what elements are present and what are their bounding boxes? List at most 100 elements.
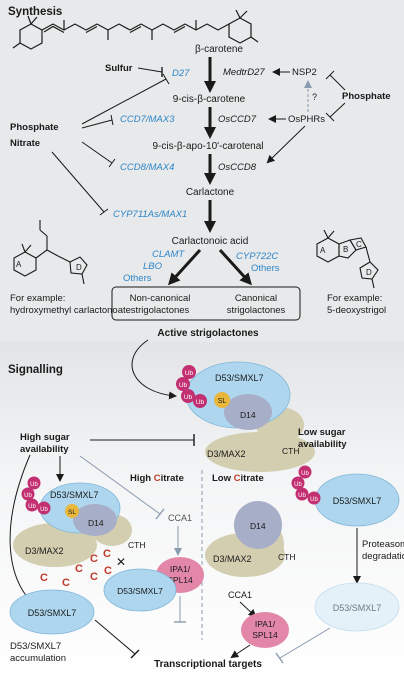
svg-text:Ub: Ub xyxy=(184,394,193,401)
label-d14-left: D14 xyxy=(88,518,104,528)
svg-text:Ub: Ub xyxy=(185,370,194,377)
arrow-noncanonical xyxy=(167,248,202,286)
compound-9-cis-beta-carotene: 9-cis-β-carotene xyxy=(173,94,246,105)
ring-c-right: C xyxy=(356,240,362,249)
shape-d53-accum xyxy=(9,589,95,635)
inhibit-faded-targets xyxy=(279,627,331,659)
label-accum-line1: D53/SMXL7 xyxy=(10,641,61,652)
regulator-nitrate: Nitrate xyxy=(10,138,40,149)
svg-text:C: C xyxy=(104,565,112,577)
canonical-label-line2: strigolactones xyxy=(227,305,286,316)
label-transcriptional-targets: Transcriptional targets xyxy=(154,659,262,670)
example-right-title: For example: xyxy=(327,293,382,304)
gene-osccd8: OsCCD8 xyxy=(218,162,257,173)
label-d53-top: D53/SMXL7 xyxy=(215,373,264,383)
arrow-osphrs-osccd8 xyxy=(266,125,306,164)
svg-text:C: C xyxy=(40,572,48,584)
example-right-name: 5-deoxystrigol xyxy=(327,305,386,316)
label-d14-right: D14 xyxy=(250,521,266,531)
regulator-sulfur: Sulfur xyxy=(105,63,133,74)
label-ipa1-right-line2: SPL14 xyxy=(252,630,278,640)
compound-apo-carotenal: 9-cis-β-apo-10'-carotenal xyxy=(152,141,263,152)
beta-carotene-structure xyxy=(12,9,259,50)
enzyme-lbo: LBO xyxy=(143,261,163,272)
ring-d-right: D xyxy=(366,268,372,277)
label-d3-right: D3/MAX2 xyxy=(213,554,252,564)
question-mark: ? xyxy=(312,92,317,102)
ring-a-right: A xyxy=(320,246,326,255)
svg-text:Ub: Ub xyxy=(301,471,309,477)
gene-medtrd27: MedtrD27 xyxy=(223,67,265,78)
shape-sl-left xyxy=(65,504,79,518)
label-high-citrate: High Citrate xyxy=(130,473,184,484)
enzyme-cyp722c: CYP722C xyxy=(236,251,278,262)
compound-beta-carotene: β-carotene xyxy=(195,44,243,55)
svg-text:Ub: Ub xyxy=(298,493,306,499)
ubiquitin-chain-left: Ub Ub Ub Ub xyxy=(21,476,51,515)
label-cth-right: CTH xyxy=(278,552,295,562)
label-low-citrate: Low Citrate xyxy=(212,473,264,484)
label-high-sugar-line1: High sugar xyxy=(20,432,70,443)
inhibit-sugar-cca1 xyxy=(79,455,161,515)
label-d3-left: D3/MAX2 xyxy=(25,546,64,556)
inhibit-sulfur-d27 xyxy=(137,67,163,73)
canonical-label-line1: Canonical xyxy=(235,293,277,304)
label-cth-top: CTH xyxy=(282,446,299,456)
label-d53-accum-shape: D53/SMXL7 xyxy=(28,608,77,618)
noncanonical-label-line2: strigolactones xyxy=(131,305,190,316)
label-sl-top: SL xyxy=(218,398,227,405)
label-accum-line2: accumulation xyxy=(10,653,66,664)
svg-text:C: C xyxy=(103,548,111,560)
ring-b-right: B xyxy=(343,245,348,254)
svg-text:Ub: Ub xyxy=(30,482,38,488)
label-d53-left: D53/SMXL7 xyxy=(50,490,99,500)
citrate-molecules: C C C C C C C xyxy=(40,548,112,589)
gene-osccd7: OsCCD7 xyxy=(218,114,257,125)
svg-text:C: C xyxy=(75,563,83,575)
regulator-phosphate-left: Phosphate xyxy=(10,122,59,133)
svg-text:C: C xyxy=(90,553,98,565)
label-ipa1-mid-line1: IPA1/ xyxy=(170,564,191,574)
svg-text:Ub: Ub xyxy=(179,382,188,389)
example-left-title: For example: xyxy=(10,293,65,304)
regulator-phosphate-right: Phosphate xyxy=(342,91,391,102)
shape-d14-right xyxy=(234,501,282,549)
enzyme-cyp711: CYP711As/MAX1 xyxy=(113,209,187,220)
ubiquitin-chain-right: Ub Ub Ub Ub xyxy=(291,465,321,505)
shape-d3-left xyxy=(13,523,97,567)
inhibit-lines-phosphate-nitrate xyxy=(51,73,170,216)
noncanonical-label-line1: Non-canonical xyxy=(130,293,191,304)
label-high-sugar-line2: availability xyxy=(20,444,69,455)
arrow-canonical xyxy=(218,248,253,286)
label-cth-left: CTH xyxy=(128,540,145,550)
shape-d14-top xyxy=(224,394,272,430)
gene-osphrs: OsPHRs xyxy=(288,114,325,125)
inhibit-phosphate-right xyxy=(325,70,346,122)
enzyme-others-right: Others xyxy=(251,263,280,274)
ubiquitin-chain-top: Ub Ub Ub Ub xyxy=(176,365,207,408)
synthesis-heading: Synthesis xyxy=(8,6,62,18)
arrow-sl-to-receptor xyxy=(131,339,177,400)
shape-sl-top xyxy=(214,392,230,408)
svg-text:Ub: Ub xyxy=(24,493,32,499)
active-strigolactones: Active strigolactones xyxy=(157,328,259,339)
label-cca1-mid: CCA1 xyxy=(168,513,192,523)
label-d14-top: D14 xyxy=(240,410,256,420)
label-proteasomal-line2: degradation xyxy=(362,551,404,562)
svg-text:Ub: Ub xyxy=(28,504,36,510)
svg-text:C: C xyxy=(90,571,98,583)
enzyme-ccd8: CCD8/MAX4 xyxy=(120,162,174,173)
shape-d14-left xyxy=(73,504,117,536)
products-box xyxy=(111,286,301,321)
label-low-sugar-line1: Low sugar xyxy=(298,427,346,438)
label-proteasomal-line1: Proteasomal xyxy=(362,539,404,550)
label-d53-right: D53/SMXL7 xyxy=(333,496,382,506)
enzyme-d27: D27 xyxy=(172,68,190,79)
ring-a-left: A xyxy=(16,260,22,269)
compound-carlactonoic-acid: Carlactonoic acid xyxy=(172,236,249,247)
cross-mark: ✕ xyxy=(116,555,126,569)
label-low-sugar-line2: availability xyxy=(298,439,347,450)
arrow-cca1-ipa1-right xyxy=(239,601,257,618)
inhibit-accum-targets xyxy=(94,619,136,655)
